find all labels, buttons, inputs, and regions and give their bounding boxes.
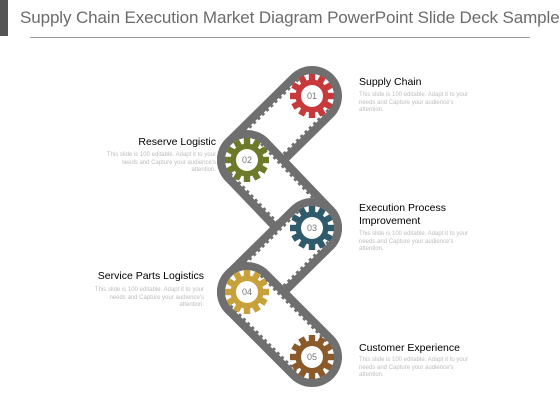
step-5-desc: This slide is 100 editable. Adapt it to … xyxy=(359,357,469,378)
title-bar: Supply Chain Execution Market Diagram Po… xyxy=(0,0,560,40)
gear-4-number: 04 xyxy=(241,287,252,297)
gear-4-icon xyxy=(225,270,269,314)
slide-title: Supply Chain Execution Market Diagram Po… xyxy=(20,8,560,27)
gears xyxy=(225,74,334,379)
gear-5-number: 05 xyxy=(306,352,317,362)
gear-3-icon xyxy=(290,206,334,250)
gear-1-icon xyxy=(290,74,334,118)
gear-1-number: 01 xyxy=(306,91,317,101)
step-2-desc: This slide is 100 editable. Adapt it to … xyxy=(106,152,216,173)
step-1-desc: This slide is 100 editable. Adapt it to … xyxy=(359,92,469,113)
title-divider xyxy=(30,37,530,38)
gear-2-number: 02 xyxy=(241,155,252,165)
step-2-label: Reserve Logistic xyxy=(138,136,216,148)
step-3-label: Execution Process Improvement xyxy=(359,202,446,227)
gear-2-icon xyxy=(225,138,269,182)
step-5-label: Customer Experience xyxy=(359,342,460,354)
gear-5-icon xyxy=(290,335,334,379)
step-4-desc: This slide is 100 editable. Adapt it to … xyxy=(94,287,204,308)
step-4-label: Service Parts Logistics xyxy=(97,270,204,282)
step-1-label: Supply Chain xyxy=(359,76,422,88)
gear-3-number: 03 xyxy=(306,223,317,233)
title-accent-bar xyxy=(0,0,8,36)
step-3-desc: This slide is 100 editable. Adapt it to … xyxy=(359,231,469,252)
